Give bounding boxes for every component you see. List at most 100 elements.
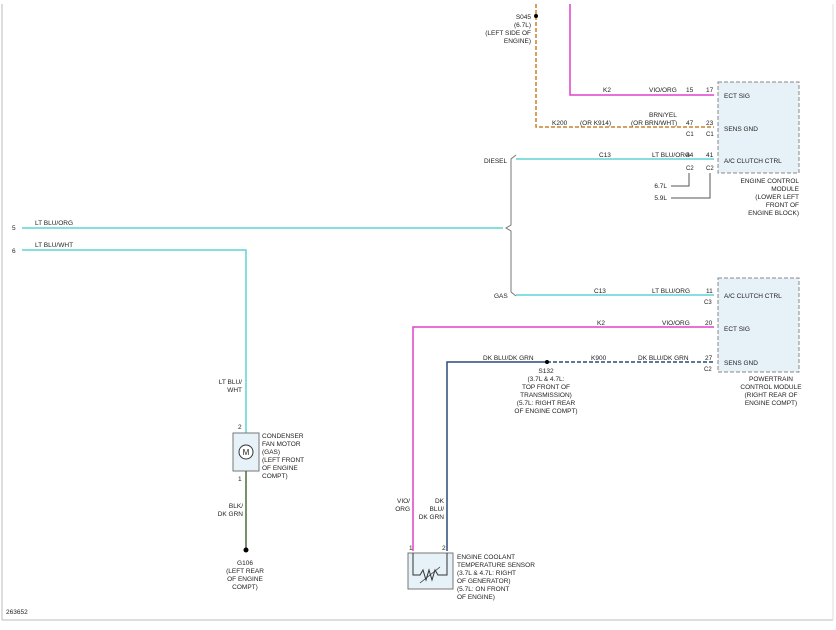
motor-pin-bottom: 1 (238, 476, 242, 483)
wire-k2-top-circuit: K2 (603, 87, 611, 94)
motor-symbol: M (243, 448, 250, 457)
s045-line-4: ENGINE) (504, 38, 531, 45)
wire-c13-top-pin: 44 (686, 152, 694, 159)
ecm-box (717, 81, 800, 174)
sensor-label-3: (3.7L & 4.7L: RIGHT (457, 570, 516, 577)
wire-row6 (22, 249, 247, 433)
wire-k200-pin: 47 (686, 120, 694, 127)
diagram-id: 263652 (6, 609, 28, 616)
splice-s045-dot (534, 14, 538, 18)
sensor-pin-2: 2 (442, 545, 446, 552)
motor-ground-color-1: BLK/ (229, 503, 243, 510)
pcm-pin-num-27: 27 (705, 355, 713, 362)
ecm-pin-sens-gnd: SENS GND (724, 126, 758, 133)
sensor-left-color-1: VIO/ (397, 498, 410, 505)
g106-line-4: COMPT) (232, 584, 258, 591)
s045-line-2: (6.7L) (514, 22, 531, 29)
ecm-pin-ect-sig: ECT SIG (724, 93, 750, 100)
s132-line-4: TRANSMISSION) (520, 392, 572, 399)
ecm-pin-num-23: 23 (706, 120, 714, 127)
splice-s132-dot (545, 360, 549, 364)
pcm-label-4: ENGINE COMPT) (745, 400, 797, 407)
motor-pin-top: 2 (238, 424, 242, 431)
wire-k2-top-pin: 15 (686, 87, 694, 94)
pcm-pin-ac-clutch: A/C CLUTCH CTRL (724, 293, 782, 300)
wire-k2-bottom-color: VIO/ORG (662, 320, 690, 327)
ground-g106-dot (243, 547, 249, 553)
s132-line-6: OF ENGINE COMPT) (514, 408, 577, 415)
motor-label-6: COMPT) (262, 473, 288, 480)
pcm-conn-c2: C2 (704, 367, 712, 373)
sensor-label-5: (5.7L: ON FRONT (457, 586, 509, 593)
ecm-conn-c1-left: C1 (686, 132, 694, 138)
wire-k2-top (569, 4, 714, 96)
motor-label-2: FAN MOTOR (262, 441, 301, 448)
option-67-line (671, 173, 690, 187)
ecm-pin-num-17: 17 (706, 87, 714, 94)
pcm-conn-c3: C3 (704, 300, 712, 306)
sensor-label-4: OF GENERATOR) (457, 578, 511, 585)
sensor-left-color-2: ORG (395, 506, 410, 513)
s132-line-5: (5.7L: RIGHT REAR (517, 400, 576, 407)
pcm-label-3: (RIGHT REAR OF (745, 392, 798, 399)
wire-k200-alt: (OR K914) (580, 120, 611, 127)
option-59-label: 5.9L (654, 195, 667, 202)
wire-k200-circuit: K200 (552, 120, 568, 127)
wire-dkblu-sensor (446, 361, 547, 551)
wire-c13-bottom-color: LT BLU/ORG (652, 288, 690, 295)
pcm-label-2: CONTROL MODULE (740, 384, 802, 391)
engine-selector-bracket (505, 154, 517, 297)
wire-k2-bottom (412, 326, 714, 551)
sensor-right-color-2: BLU/ (430, 506, 445, 513)
motor-icon (238, 444, 254, 460)
ecm-label-2: MODULE (771, 186, 799, 193)
g106-line-1: G106 (237, 560, 253, 567)
motor-label-5: OF ENGINE (262, 465, 298, 472)
thermistor-arrow-icon (419, 566, 441, 584)
wire-k200-color1: BRN/YEL (649, 112, 677, 119)
s045-line-1: S045 (516, 14, 532, 21)
ecm-conn-c2-left: C2 (686, 166, 694, 172)
wire-c13-top-circuit: C13 (599, 152, 611, 159)
s045-line-3: (LEFT SIDE OF (485, 30, 531, 37)
motor-feed-color-2: WHT (227, 387, 242, 394)
ecm-pin-num-41: 41 (706, 152, 714, 159)
wire-c13-bottom-circuit: C13 (594, 288, 606, 295)
wire-k2-bottom-circuit: K2 (597, 320, 605, 327)
sensor-label-2: TEMPERATURE SENSOR (457, 562, 535, 569)
pcm-box (717, 277, 800, 373)
wire-k200-color2: (OR BRN/WHT) (631, 120, 677, 127)
ecm-label-3: (LOWER LEFT (755, 194, 799, 201)
sensor-pin-1: 1 (409, 545, 413, 552)
motor-label-3: (GAS) (262, 449, 280, 456)
ect-sensor-box (407, 552, 454, 590)
motor-ground-color-2: DK GRN (218, 511, 244, 518)
diesel-label: DIESEL (484, 158, 508, 165)
ecm-label-4: FRONT OF (766, 202, 799, 209)
sensor-label-6: OF ENGINE) (457, 594, 495, 601)
row5-color: LT BLU/ORG (35, 220, 73, 227)
ecm-label-5: ENGINE BLOCK) (748, 210, 799, 217)
sensor-label-1: ENGINE COOLANT (457, 554, 515, 561)
row6-num: 6 (12, 248, 16, 255)
gas-label: GAS (494, 293, 508, 300)
sensor-right-color-3: DK GRN (419, 514, 445, 521)
motor-label-1: CONDENSER (262, 433, 304, 440)
motor-feed-color-1: LT BLU/ (219, 379, 242, 386)
wire-k900-color: DK BLU/DK GRN (638, 355, 689, 362)
motor-label-4: (LEFT FRONT (262, 457, 304, 464)
wire-k200 (535, 4, 714, 128)
ecm-conn-c2-right: C2 (706, 166, 714, 172)
s132-line-2: (3.7L & 4.7L: (528, 376, 565, 383)
pcm-pin-sens-gnd: SENS GND (724, 360, 758, 367)
g106-line-3: OF ENGINE (227, 576, 263, 583)
wire-k2-top-color: VIO/ORG (649, 87, 677, 94)
wire-k900-circuit: K900 (591, 355, 607, 362)
sensor-right-color-1: DK (435, 498, 445, 505)
ecm-conn-c1-right: C1 (706, 132, 714, 138)
g106-line-2: (LEFT REAR (226, 568, 264, 575)
pcm-pin-num-11: 11 (706, 288, 713, 295)
ecm-pin-ac-clutch: A/C CLUTCH CTRL (724, 158, 782, 165)
